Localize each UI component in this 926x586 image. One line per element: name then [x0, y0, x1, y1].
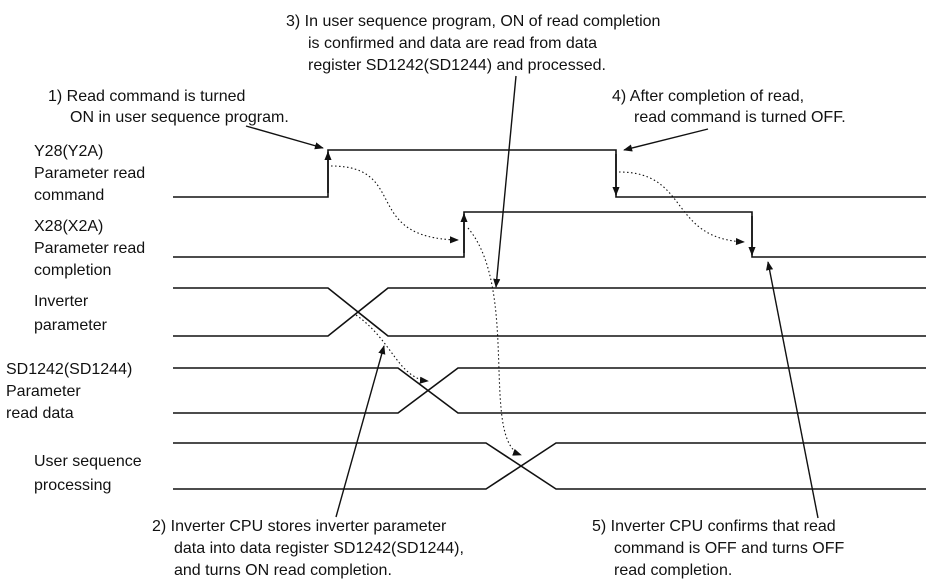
annotation-5: 5) Inverter CPU confirms that read comma…: [592, 518, 849, 579]
waveform-y28: [173, 149, 926, 198]
annotation-2: 2) Inverter CPU stores inverter paramete…: [152, 518, 468, 579]
annotation-4: 4) After completion of read, read comman…: [612, 88, 846, 126]
waveform-x28: [173, 211, 926, 258]
pointer-1: [245, 125, 324, 150]
annotation-1: 1) Read command is turned ON in user seq…: [48, 88, 289, 126]
label-y28: Y28(Y2A) Parameter read command: [34, 143, 150, 204]
label-sd1242: SD1242(SD1244) Parameter read data: [6, 361, 137, 422]
pointer-2: [335, 345, 386, 518]
link-command-off-to-completion-off: [618, 171, 745, 246]
link-command-to-completion: [330, 165, 459, 244]
waveform-user-sequence: [173, 442, 926, 490]
label-inverter-parameter: Inverter parameter: [34, 293, 108, 334]
waveform-sd1242: [173, 367, 926, 414]
label-x28: X28(X2A) Parameter read completion: [34, 218, 150, 279]
link-completion-to-processing: [467, 227, 522, 456]
pointer-3: [493, 75, 517, 288]
link-parameter-to-readdata: [355, 314, 429, 384]
waveform-inverter-parameter: [173, 287, 926, 337]
pointer-5: [766, 261, 819, 519]
annotation-3: 3) In user sequence program, ON of read …: [286, 13, 665, 74]
pointer-4: [623, 128, 709, 152]
label-user-sequence: User sequence processing: [34, 453, 146, 494]
